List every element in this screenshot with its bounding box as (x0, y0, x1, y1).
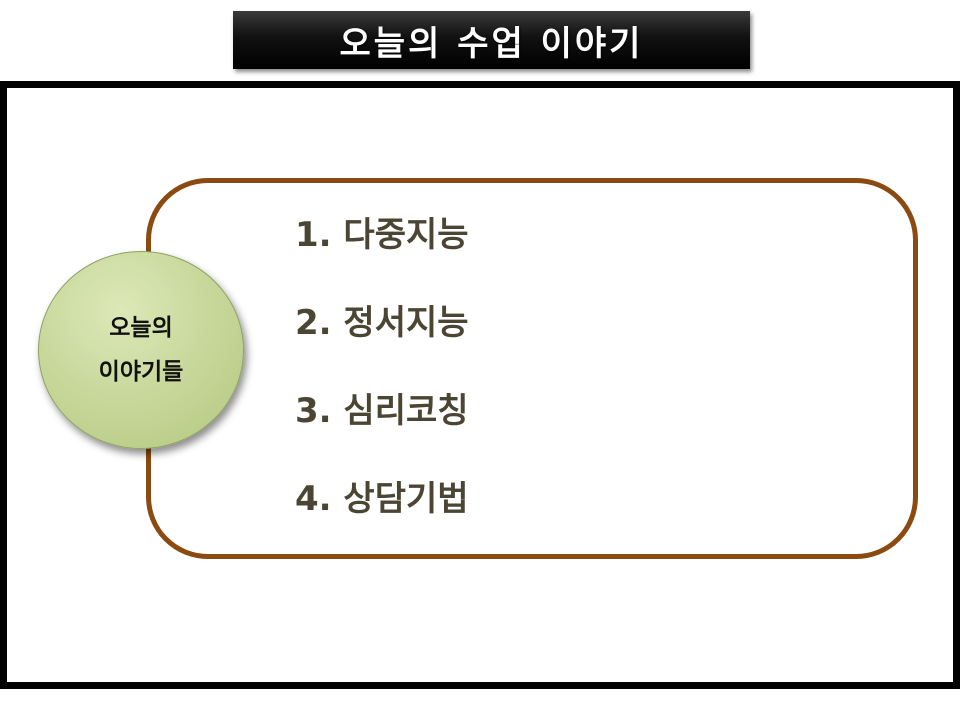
badge-text: 오늘의 이야기들 (99, 306, 184, 394)
badge-line-2: 이야기들 (98, 359, 184, 385)
topic-item-2: 2. 정서지능 (295, 303, 469, 343)
slide-title: 오늘의 수업 이야기 (339, 23, 644, 64)
title-banner: 오늘의 수업 이야기 (233, 11, 750, 69)
topics-box (146, 178, 918, 559)
topic-item-1: 1. 다중지능 (295, 215, 469, 255)
topics-badge: 오늘의 이야기들 (38, 251, 244, 449)
badge-line-1: 오늘의 (109, 315, 173, 341)
topic-item-3: 3. 심리코칭 (295, 391, 469, 431)
topic-list: 1. 다중지능 2. 정서지능 3. 심리코칭 4. 상담기법 (295, 210, 469, 562)
topic-item-4: 4. 상담기법 (295, 479, 469, 519)
